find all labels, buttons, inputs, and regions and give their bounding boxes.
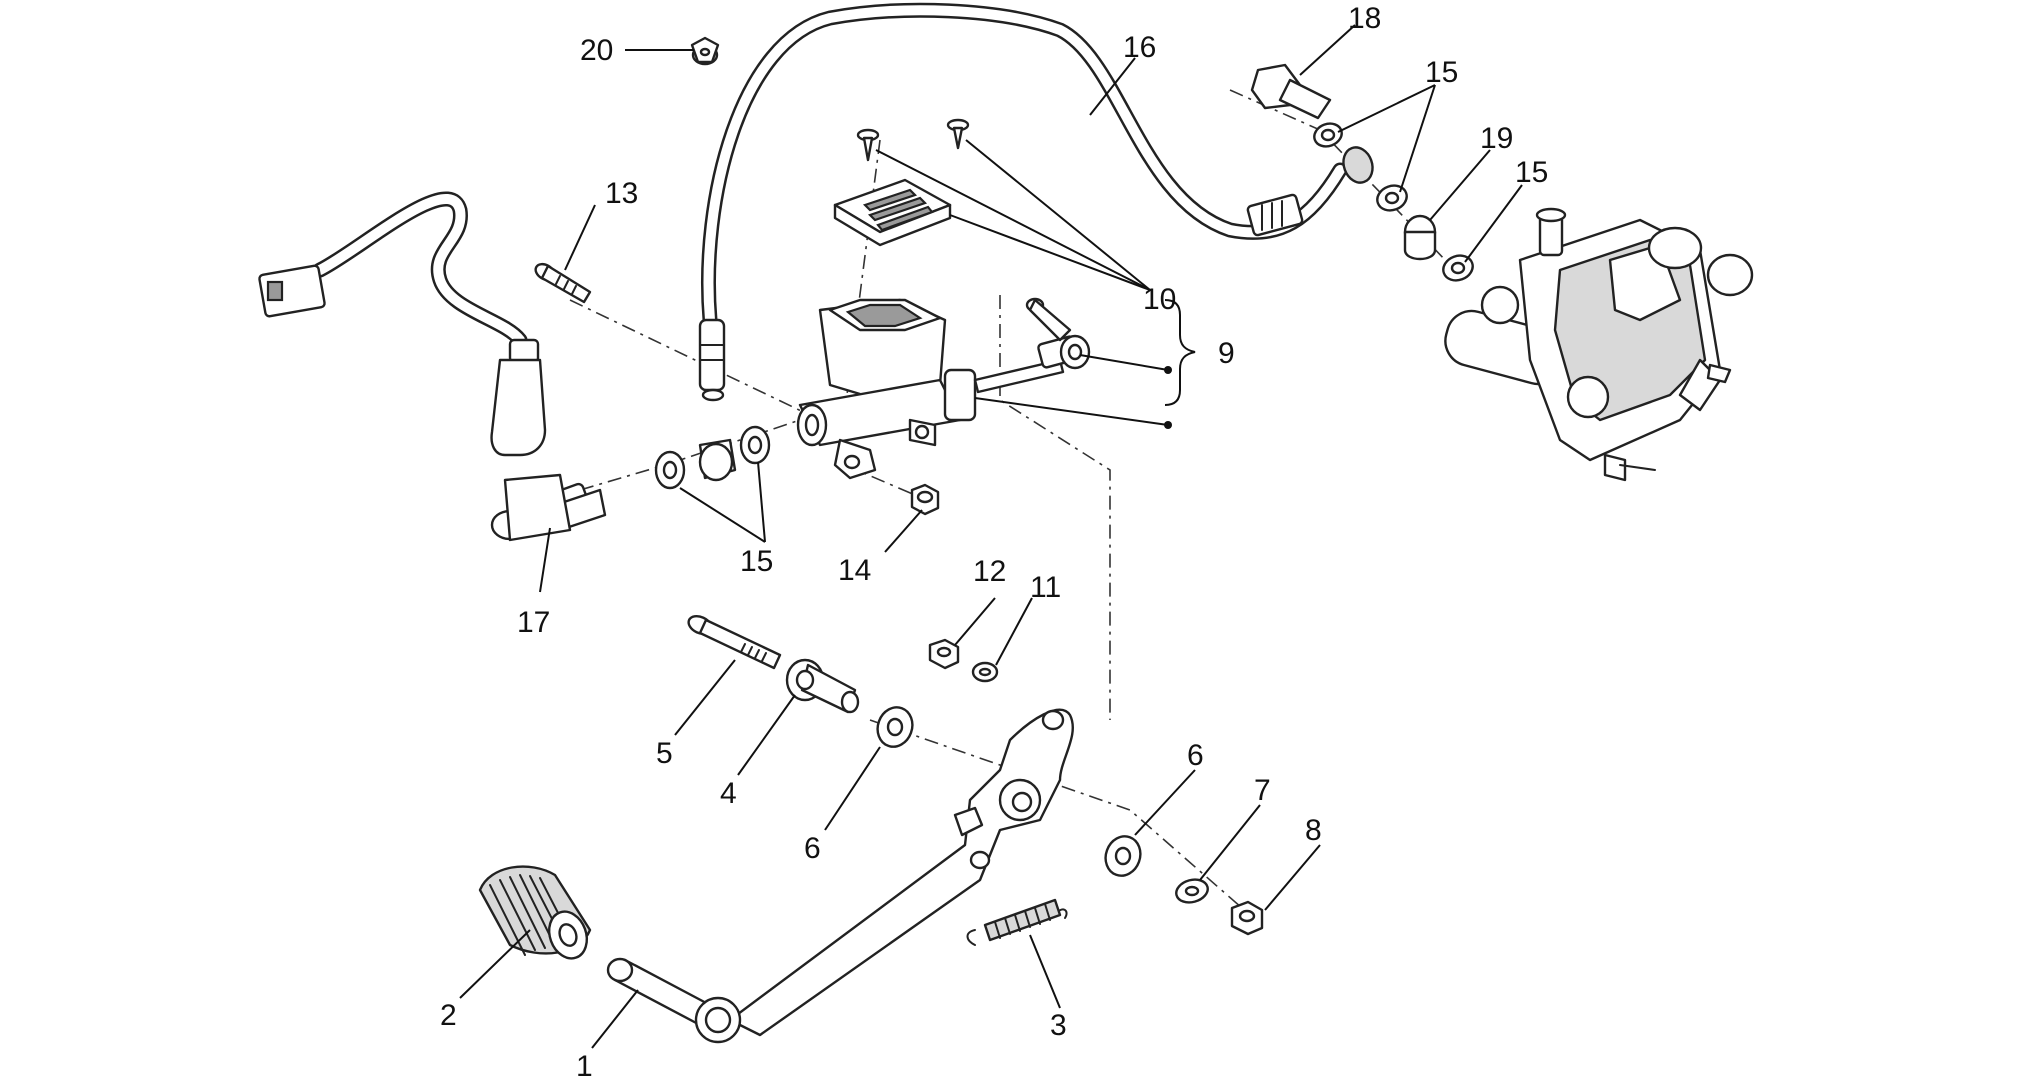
callout-labels: 1 2 3 4 5 6 6 7 8 9 10 11 12 13 14 15 15… — [440, 2, 1548, 1083]
callout-10: 10 — [1143, 283, 1176, 316]
master-cylinder — [796, 297, 1091, 480]
callout-15-top: 15 — [1425, 56, 1458, 89]
nut-14 — [910, 483, 940, 516]
callout-14: 14 — [838, 554, 871, 587]
callout-11: 11 — [1030, 571, 1061, 604]
brake-caliper — [1444, 207, 1754, 482]
brake-pedal — [606, 708, 1074, 1044]
callout-13: 13 — [605, 177, 638, 210]
callout-6-left: 6 — [804, 832, 821, 865]
callout-2: 2 — [440, 999, 457, 1032]
callout-16: 16 — [1123, 31, 1156, 64]
banjo-bolt-and-washers — [1250, 63, 1474, 282]
pedal-rubber — [478, 865, 592, 960]
callout-brace-9 — [1164, 299, 1196, 429]
reservoir-cap-and-screws — [833, 118, 970, 247]
callout-12: 12 — [973, 555, 1006, 588]
callout-20: 20 — [580, 34, 613, 67]
washer-7-and-nut-8 — [1175, 878, 1264, 936]
callout-1: 1 — [576, 1050, 593, 1081]
callout-8: 8 — [1305, 814, 1322, 847]
callout-15-left: 15 — [740, 545, 773, 578]
pivot-bushing — [785, 658, 860, 714]
callout-18: 18 — [1348, 2, 1381, 35]
hose-clip — [690, 36, 720, 66]
leader-lines — [459, 24, 1523, 1049]
callout-15-right: 15 — [1515, 156, 1548, 189]
callout-19: 19 — [1480, 122, 1513, 155]
washer-11-and-nut-12 — [928, 638, 999, 683]
brake-hose — [698, 2, 1374, 402]
brake-light-switch — [258, 191, 607, 542]
callout-5: 5 — [656, 737, 673, 770]
callout-6-right: 6 — [1187, 739, 1204, 772]
pivot-bolt — [687, 614, 782, 670]
bolt-13 — [534, 262, 592, 304]
callout-7: 7 — [1254, 774, 1271, 807]
callout-4: 4 — [720, 777, 737, 810]
callout-17: 17 — [517, 606, 550, 639]
callout-9: 9 — [1218, 337, 1235, 370]
washers-left — [654, 425, 771, 490]
return-spring — [966, 898, 1068, 946]
washers-6 — [876, 706, 1142, 877]
callout-3: 3 — [1050, 1009, 1067, 1042]
